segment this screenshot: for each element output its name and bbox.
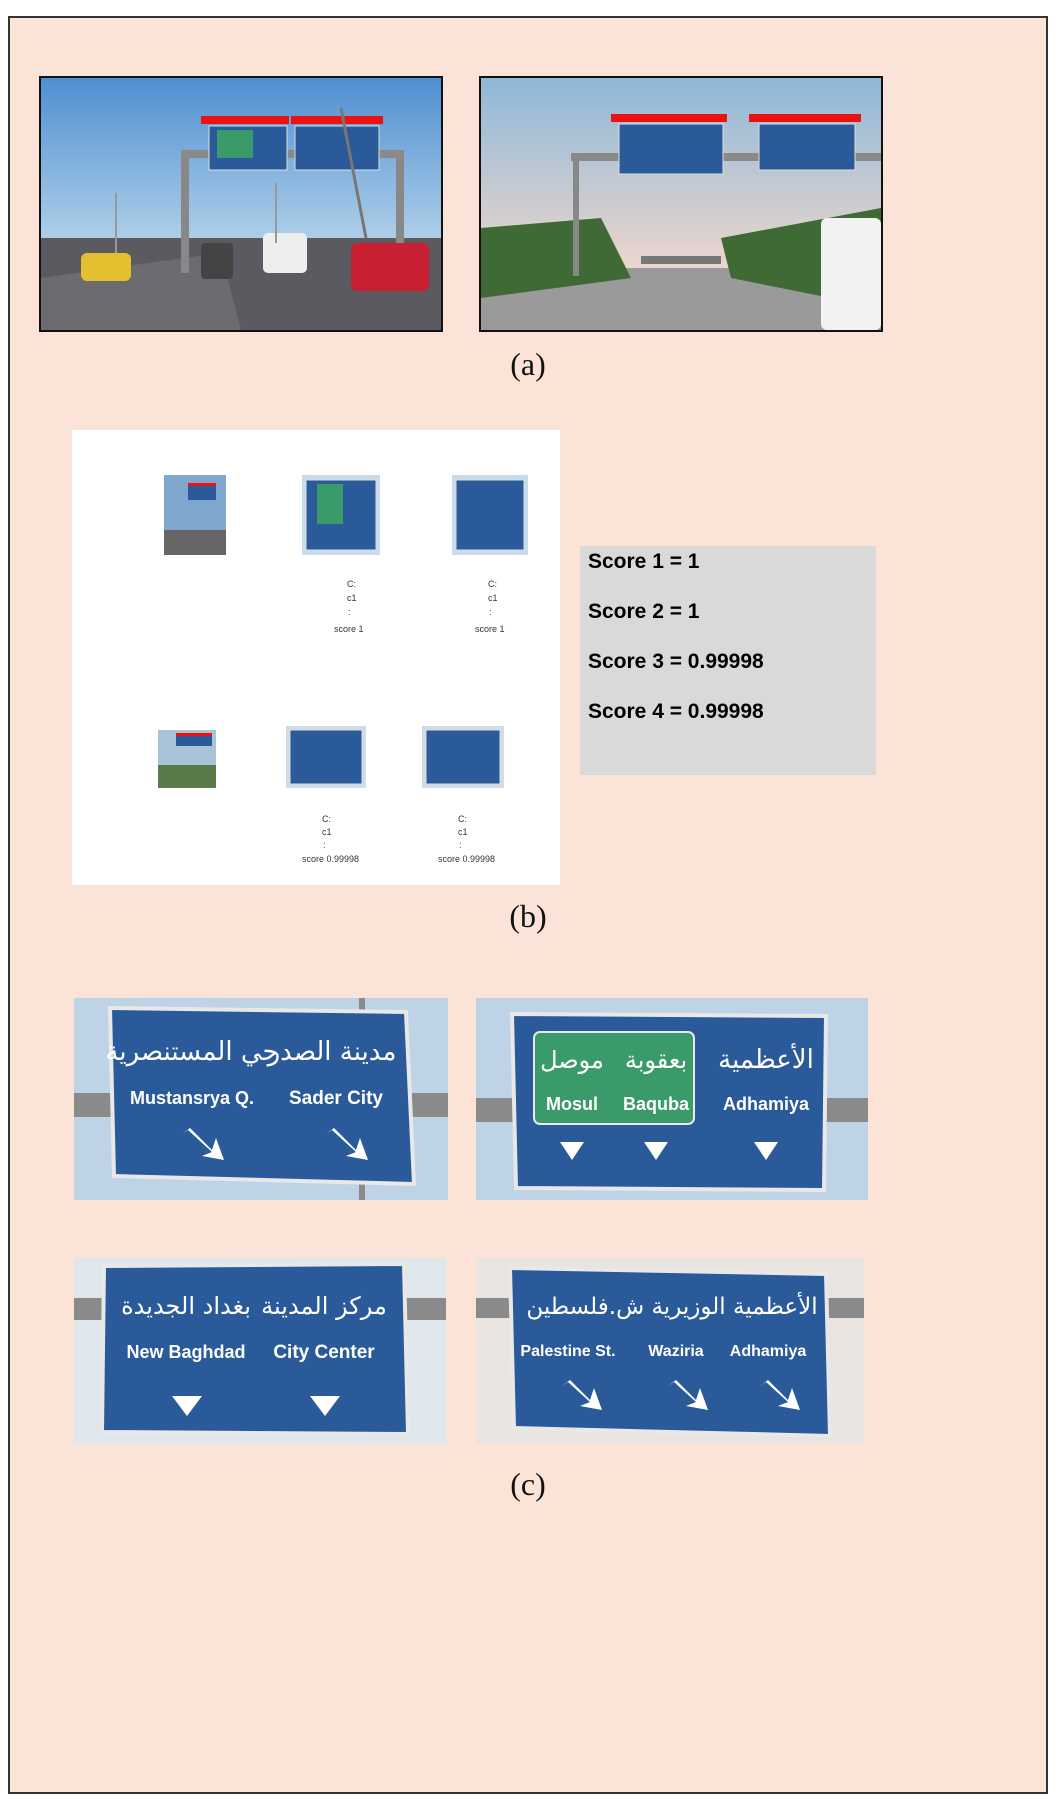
- arrow-down-right-icon: [562, 1380, 602, 1410]
- caption-a: (a): [510, 346, 546, 382]
- thumb-label-4-line-1: C:: [458, 814, 467, 824]
- arrow-down-icon: [310, 1396, 340, 1416]
- thumb-label-1-line-2: c1: [347, 593, 357, 603]
- sign-2-arabic-b: بعقوبة: [625, 1046, 687, 1074]
- sign-4-arabic: الأعظمية الوزيرية ش.فلسطين: [526, 1292, 817, 1320]
- score-box: Score 1 = 1 Score 2 = 1 Score 3 = 0.9999…: [580, 546, 876, 775]
- thumb-sign-1: [302, 475, 380, 555]
- score-line-4: Score 4 = 0.99998: [588, 700, 764, 723]
- classification-thumbnails: C: c1 : score 1 C: c1 : score 1: [158, 475, 528, 864]
- sign-4-latin-c: Adhamiya: [730, 1343, 807, 1360]
- arrow-down-icon: [172, 1396, 202, 1416]
- sign-2-latin-b: Baquba: [623, 1094, 690, 1114]
- arrow-down-icon: [644, 1142, 668, 1160]
- road-scene-2: [481, 78, 881, 330]
- caption-b: (b): [509, 898, 547, 934]
- thumb-label-3-line-3: :: [323, 840, 326, 850]
- sign-3-latin-left: New Baghdad: [126, 1342, 245, 1362]
- thumb-label-4-line-3: :: [459, 840, 462, 850]
- sign-crop-1: حي المستنصرية مدينة الصدر Mustansrya Q. …: [74, 998, 448, 1200]
- sign-1-arabic-left: حي المستنصرية: [105, 1037, 278, 1067]
- classification-panel: C: c1 : score 1 C: c1 : score 1: [72, 430, 560, 885]
- arrow-down-right-icon: [760, 1380, 800, 1410]
- road-photo-2: [479, 76, 883, 332]
- thumb-label-3-line-4: score 0.99998: [302, 854, 359, 864]
- sign-crop-3: بغداد الجديدة مركز المدينة New Baghdad C…: [74, 1258, 446, 1444]
- thumb-label-1-line-3: :: [348, 607, 351, 617]
- thumb-label-3-line-1: C:: [322, 814, 331, 824]
- thumb-label-2-line-1: C:: [488, 579, 497, 589]
- thumb-sign-2: [452, 475, 528, 555]
- arrow-down-icon: [754, 1142, 778, 1160]
- sign-4-latin-b: Waziria: [648, 1343, 704, 1360]
- sign-2-latin-a: Mosul: [546, 1094, 598, 1114]
- thumb-label-4-line-4: score 0.99998: [438, 854, 495, 864]
- sign-crop-2: موصل بعقوبة الأعظمية Mosul Baquba Adhami…: [476, 998, 868, 1200]
- score-line-3: Score 3 = 0.99998: [588, 650, 764, 673]
- thumb-label-2-line-3: :: [489, 607, 492, 617]
- score-line-1: Score 1 = 1: [588, 550, 700, 573]
- sign-2-arabic-a: موصل: [540, 1046, 604, 1074]
- sign-1-latin-right: Sader City: [289, 1088, 383, 1109]
- thumb-label-2-line-2: c1: [488, 593, 498, 603]
- arrow-down-right-icon: [668, 1380, 708, 1410]
- sign-1-arabic-right: مدينة الصدر: [266, 1037, 397, 1067]
- thumb-sign-4: [422, 726, 504, 788]
- thumb-label-2-line-4: score 1: [475, 624, 505, 634]
- thumb-label-1-line-1: C:: [347, 579, 356, 589]
- arrow-down-right-icon: [326, 1128, 368, 1160]
- sign-3-latin-right: City Center: [273, 1342, 375, 1363]
- arrow-down-right-icon: [182, 1128, 224, 1160]
- thumb-scene-1: [164, 475, 226, 555]
- score-line-2: Score 2 = 1: [588, 600, 700, 623]
- thumb-label-4-line-2: c1: [458, 827, 468, 837]
- sign-2-arabic-c: الأعظمية: [718, 1042, 814, 1075]
- sign-3-arabic-left: بغداد الجديدة: [121, 1292, 251, 1320]
- caption-c: (c): [510, 1466, 546, 1502]
- sign-2-latin-c: Adhamiya: [723, 1094, 810, 1114]
- arrow-down-icon: [560, 1142, 584, 1160]
- sign-4-latin-a: Palestine St.: [520, 1343, 615, 1360]
- sign-1-latin-left: Mustansrya Q.: [130, 1088, 254, 1108]
- figure-frame: (a) C: c1 : score 1 C:: [8, 16, 1048, 1794]
- sign-crop-4: الأعظمية الوزيرية ش.فلسطين Palestine St.…: [476, 1258, 864, 1444]
- sign-3-arabic-right: مركز المدينة: [261, 1292, 387, 1320]
- thumb-label-3-line-2: c1: [322, 827, 332, 837]
- road-scene-1: [41, 78, 441, 330]
- thumb-scene-2: [158, 730, 216, 788]
- road-photo-1: [39, 76, 443, 332]
- thumb-label-1-line-4: score 1: [334, 624, 364, 634]
- thumb-sign-3: [286, 726, 366, 788]
